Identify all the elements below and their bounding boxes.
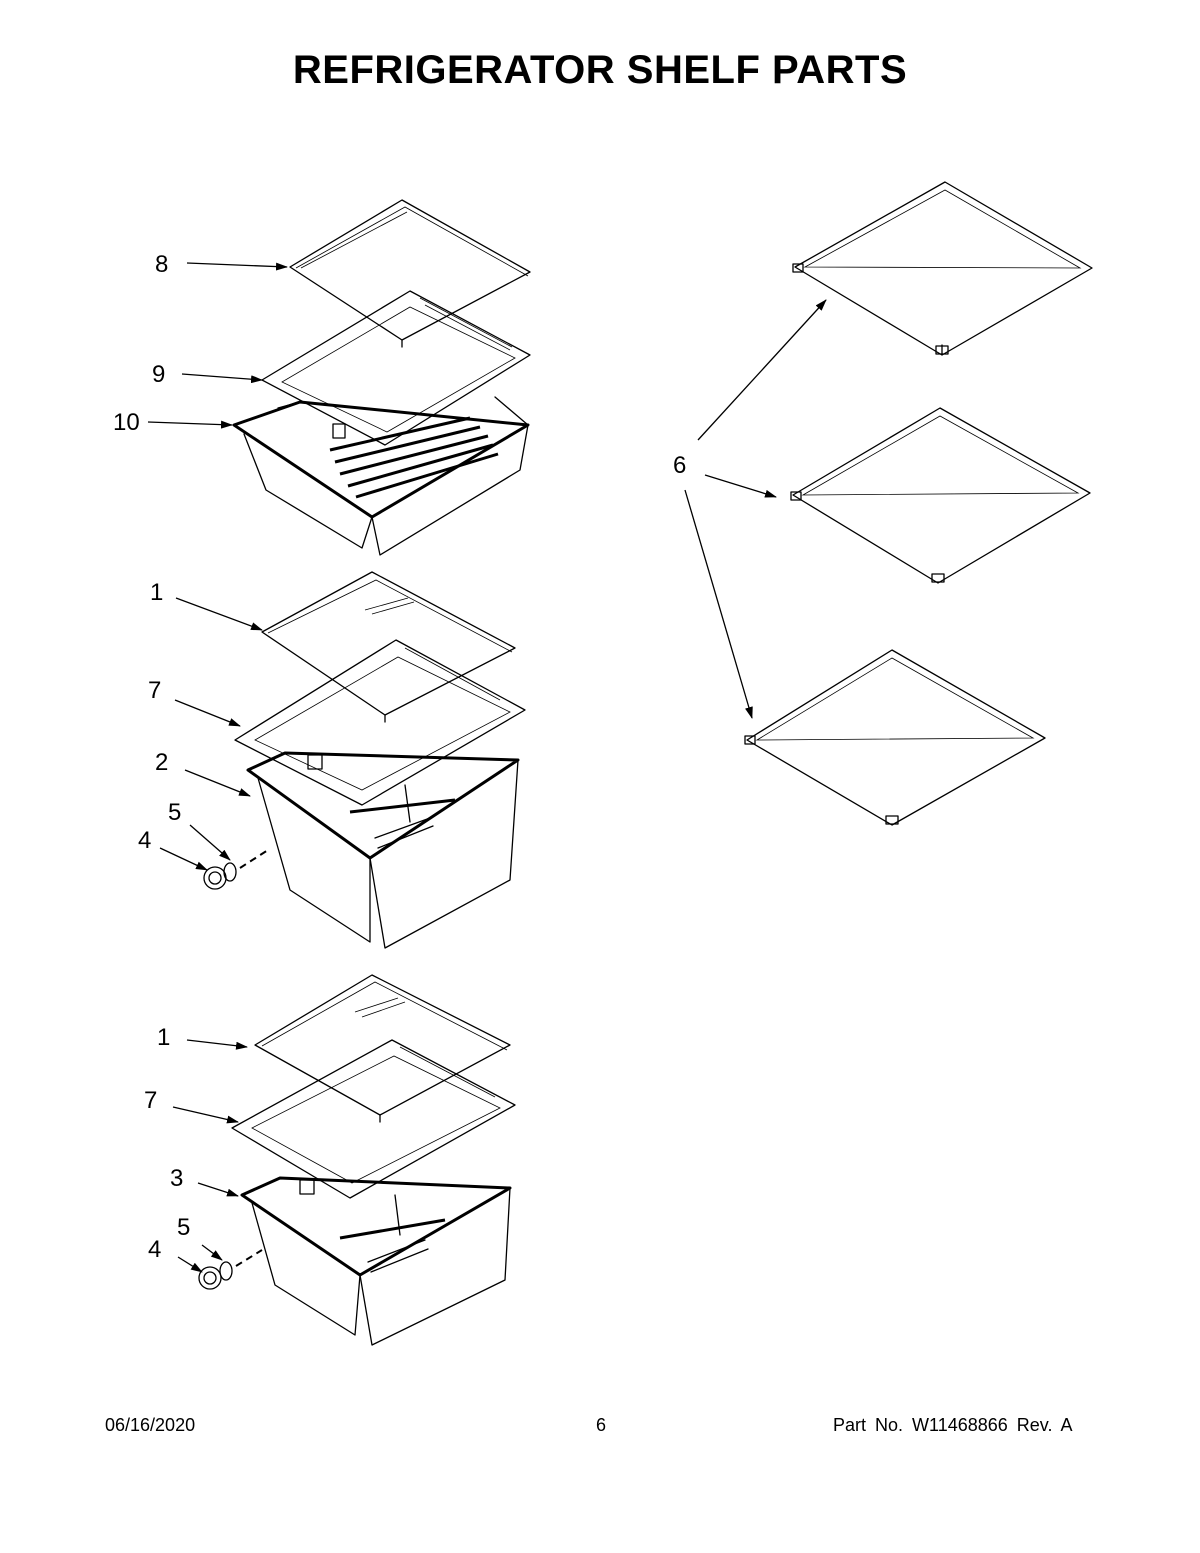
part-4-5-knob-upper xyxy=(203,849,269,890)
callout-6: 6 xyxy=(673,452,686,479)
callout-1-upper: 1 xyxy=(150,579,163,606)
callout-9: 9 xyxy=(152,361,165,388)
callout-5-upper: 5 xyxy=(168,799,181,826)
part-6-shelf-top xyxy=(792,181,1093,356)
callout-1-lower: 1 xyxy=(157,1024,170,1051)
crisper-grille xyxy=(329,416,499,499)
part-8-glass-panel xyxy=(289,199,531,348)
part-6-shelf-bottom xyxy=(744,649,1046,826)
footer-part-number: Part No. W11468866 Rev. A xyxy=(833,1415,1073,1435)
footer-page-number: 6 xyxy=(596,1415,607,1435)
callout-3: 3 xyxy=(170,1165,183,1192)
callout-10: 10 xyxy=(113,409,140,436)
leader-lines xyxy=(147,262,827,1273)
callout-5-lower: 5 xyxy=(177,1214,190,1241)
page-title: REFRIGERATOR SHELF PARTS xyxy=(292,48,908,92)
part-4-5-knob-lower xyxy=(198,1249,263,1290)
part-2-crisper-drawer xyxy=(246,751,520,949)
part-1-glass-panel-upper xyxy=(261,571,516,723)
part-9-shelf-frame xyxy=(261,290,531,446)
footer-date: 06/16/2020 xyxy=(105,1415,196,1435)
part-6-shelf-middle xyxy=(790,407,1091,584)
callout-8: 8 xyxy=(155,251,168,278)
part-1-glass-panel-lower xyxy=(254,974,511,1123)
callout-7-lower: 7 xyxy=(144,1087,157,1114)
part-10-crisper-drawer xyxy=(232,396,530,556)
callout-4-upper: 4 xyxy=(138,827,151,854)
callout-4-lower: 4 xyxy=(148,1236,161,1263)
callout-2: 2 xyxy=(155,749,168,776)
part-7-shelf-frame-lower xyxy=(231,1039,516,1199)
callout-7-upper: 7 xyxy=(148,677,161,704)
part-3-crisper-drawer xyxy=(240,1176,512,1346)
